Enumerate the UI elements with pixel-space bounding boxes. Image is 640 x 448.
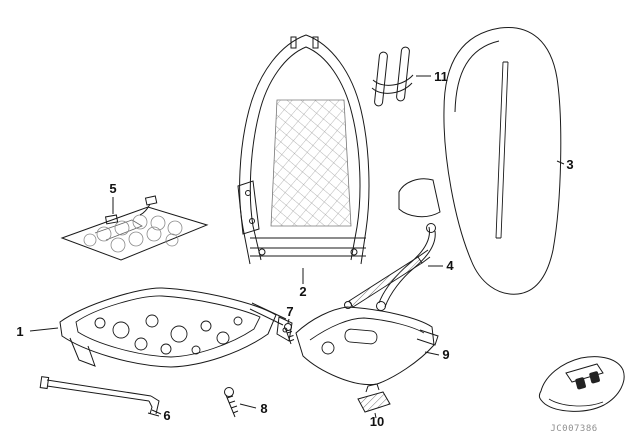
callout-label-5: 5 [109, 181, 116, 196]
backrest-frame-drawing [237, 34, 370, 265]
trim-clip-drawing [357, 383, 391, 413]
callout-label-1: 1 [16, 324, 23, 339]
callout-label-4: 4 [446, 258, 454, 273]
suspension-mat [270, 99, 352, 227]
callout-label-7: 7 [286, 304, 293, 319]
callout-label-9: 9 [442, 347, 449, 362]
mounting-rod-drawing [39, 376, 160, 417]
seat-side-trim-drawing [295, 306, 439, 386]
car-roadster-icon [538, 356, 625, 412]
callout-label-3: 3 [566, 157, 573, 172]
recliner-handle-recess [344, 328, 378, 345]
pad-perforation-circles [83, 214, 183, 253]
seat-pan-holes [94, 314, 243, 355]
callout-label-2: 2 [299, 284, 306, 299]
headrest-bracket-drawing [371, 46, 414, 107]
backrest-cover-drawing [398, 26, 562, 295]
seat-pan-drawing [59, 287, 293, 368]
bolt-drawing [284, 323, 295, 345]
screw-drawing [224, 387, 239, 418]
leader-lines [29, 75, 565, 419]
gas-strut [348, 256, 423, 308]
lumbar-flap [398, 178, 441, 218]
callout-label-8: 8 [260, 401, 267, 416]
callout-label-10: 10 [370, 414, 384, 429]
seat-position-markers [575, 371, 600, 390]
callout-label-11: 11 [434, 69, 448, 84]
callout-label-6: 6 [163, 408, 170, 423]
diagram-code: JC007386 [550, 424, 597, 434]
seat-heating-pad-drawing [60, 195, 209, 261]
recliner-bracket-drawing [344, 223, 436, 311]
